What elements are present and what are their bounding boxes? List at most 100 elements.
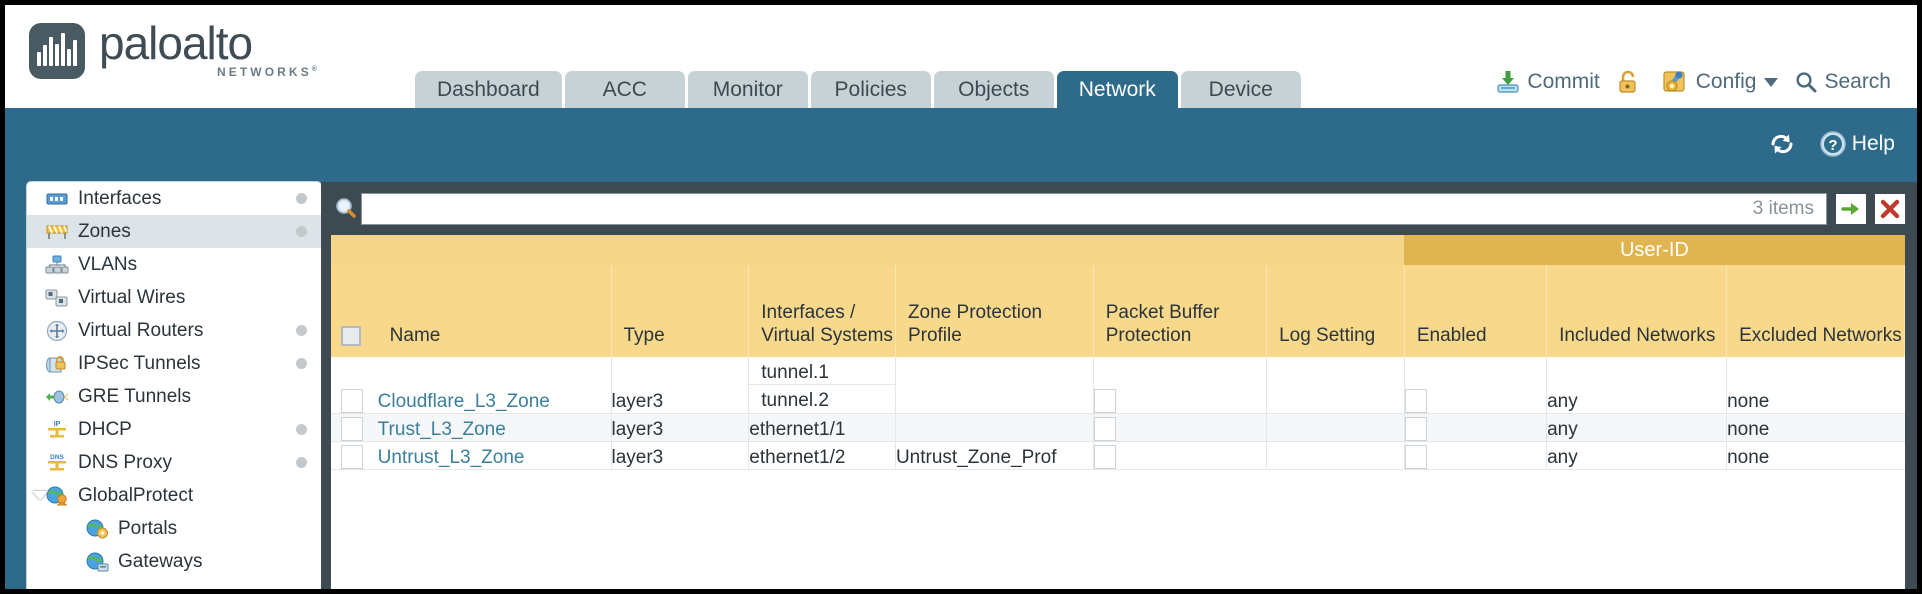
- brand-logo: paloalto NETWORKS®: [29, 17, 320, 85]
- dhcp-icon: IP: [45, 419, 69, 441]
- help-button[interactable]: ? Help: [1819, 130, 1895, 158]
- packet-buffer-protection-checkbox[interactable]: [1093, 389, 1116, 413]
- sidebar-label: Portals: [118, 517, 178, 539]
- row-checkbox[interactable]: [341, 445, 363, 469]
- gateways-icon: [85, 551, 109, 573]
- col-header-interfaces-vsys[interactable]: Interfaces / Virtual Systems: [748, 265, 896, 357]
- gre-tunnels-icon: [45, 386, 69, 408]
- cell-zone-protection-profile: Untrust_Zone_Prof: [895, 441, 1094, 470]
- tab-monitor[interactable]: Monitor: [687, 71, 808, 108]
- tab-acc[interactable]: ACC: [564, 71, 685, 108]
- sidebar-item-dns-proxy[interactable]: DNS DNS Proxy: [27, 446, 321, 479]
- tab-network[interactable]: Network: [1056, 71, 1178, 108]
- col-header-zone-protection-profile[interactable]: Zone Protection Profile: [895, 265, 1094, 357]
- sidebar-label: GRE Tunnels: [78, 385, 191, 407]
- cell-userid-enabled: [1404, 413, 1548, 442]
- sidebar-item-dhcp[interactable]: IP DHCP: [27, 413, 321, 446]
- cell-packet-buffer-protection: [1093, 413, 1268, 442]
- table-row[interactable]: Untrust_L3_Zone layer3 ethernet1/2 Untru…: [331, 441, 1905, 470]
- sidebar-item-vlans[interactable]: VLANs: [27, 248, 321, 281]
- svg-text:?: ?: [1828, 137, 1837, 154]
- zone-name-link[interactable]: Cloudflare_L3_Zone: [377, 391, 550, 412]
- status-dot: [296, 358, 307, 369]
- commit-button[interactable]: Commit: [1495, 69, 1600, 95]
- sidebar-item-virtual-routers[interactable]: Virtual Routers: [27, 314, 321, 347]
- col-header-log-setting[interactable]: Log Setting: [1266, 265, 1405, 357]
- userid-enabled-checkbox[interactable]: [1404, 417, 1427, 441]
- tab-objects[interactable]: Objects: [933, 71, 1054, 108]
- cell-log-setting: [1266, 413, 1405, 442]
- sidebar-item-portals[interactable]: Portals: [27, 512, 321, 545]
- sidebar-label: DNS Proxy: [78, 451, 172, 473]
- config-menu[interactable]: Config: [1662, 69, 1779, 95]
- row-checkbox[interactable]: [341, 417, 363, 441]
- tab-device[interactable]: Device: [1180, 71, 1301, 108]
- sidebar-item-interfaces[interactable]: Interfaces: [27, 182, 321, 215]
- apply-filter-button[interactable]: [1836, 194, 1866, 224]
- sidebar-label: DHCP: [78, 418, 132, 440]
- sidebar-label: Virtual Routers: [78, 319, 204, 341]
- collapse-triangle-icon[interactable]: [32, 491, 48, 500]
- cell-name: Untrust_L3_Zone: [377, 441, 612, 470]
- cell-included-networks: any: [1546, 413, 1728, 442]
- zones-table-body: Cloudflare_L3_Zone layer3 tunnel.1 tunne…: [331, 357, 1905, 570]
- zone-name-link[interactable]: Trust_L3_Zone: [377, 419, 506, 440]
- sidebar-item-gateways[interactable]: Gateways: [27, 545, 321, 578]
- tab-policies[interactable]: Policies: [810, 71, 931, 108]
- band-actions: ? Help: [1750, 130, 1895, 158]
- userid-enabled-checkbox[interactable]: [1404, 389, 1427, 413]
- col-header-included-networks[interactable]: Included Networks: [1546, 265, 1728, 357]
- sidebar-item-zones[interactable]: Zones: [27, 215, 321, 248]
- status-dot: [296, 193, 307, 204]
- sidebar-label: Virtual Wires: [78, 286, 186, 308]
- sidebar-item-ipsec-tunnels[interactable]: IPSec Tunnels: [27, 347, 321, 380]
- sidebar-label: IPSec Tunnels: [78, 352, 201, 374]
- chevron-down-icon: [1764, 77, 1779, 87]
- row-checkbox[interactable]: [341, 389, 363, 413]
- sidebar-item-globalprotect[interactable]: GlobalProtect: [27, 479, 321, 512]
- search-button[interactable]: Search: [1794, 70, 1891, 94]
- sidebar-item-virtual-wires[interactable]: Virtual Wires: [27, 281, 321, 314]
- select-all-checkbox[interactable]: [341, 325, 361, 346]
- virtual-routers-icon: [45, 320, 69, 342]
- config-label: Config: [1695, 70, 1757, 93]
- search-input[interactable]: [362, 195, 1753, 223]
- userid-enabled-checkbox[interactable]: [1404, 445, 1427, 469]
- refresh-button[interactable]: [1768, 131, 1801, 157]
- cell-type: layer3: [611, 441, 750, 470]
- lock-button[interactable]: [1616, 69, 1646, 95]
- sidebar-label: Zones: [78, 220, 131, 242]
- cell-type: layer3: [611, 413, 750, 442]
- col-header-packet-buffer-protection[interactable]: Packet Buffer Protection: [1093, 265, 1268, 357]
- col-header-userid-enabled[interactable]: Enabled: [1404, 265, 1548, 357]
- interfaces-icon: [45, 188, 69, 210]
- cell-excluded-networks: none: [1726, 413, 1905, 442]
- search-label: Search: [1824, 70, 1891, 93]
- body-area: Interfaces Zones VLANs Vir: [5, 182, 1917, 589]
- tab-dashboard[interactable]: Dashboard: [415, 71, 562, 108]
- group-header-row: User-ID: [331, 235, 1905, 265]
- col-header-excluded-networks[interactable]: Excluded Networks: [1726, 265, 1905, 357]
- row-select-cell: [331, 441, 378, 470]
- col-header-name[interactable]: Name: [377, 265, 612, 357]
- clear-filter-button[interactable]: [1875, 194, 1905, 224]
- search-magnifier-icon: [1794, 70, 1818, 94]
- filter-bar: 3 items: [331, 192, 1905, 226]
- help-question-icon: ?: [1819, 130, 1847, 158]
- search-magnifier-icon: [331, 196, 361, 222]
- sidebar-item-gre-tunnels[interactable]: GRE Tunnels: [27, 380, 321, 413]
- svg-text:DNS: DNS: [50, 454, 64, 461]
- cell-log-setting: [1266, 441, 1405, 470]
- user-id-group-header: User-ID: [1404, 235, 1905, 265]
- packet-buffer-protection-checkbox[interactable]: [1093, 445, 1116, 469]
- packet-buffer-protection-checkbox[interactable]: [1093, 417, 1116, 441]
- zone-name-link[interactable]: Untrust_L3_Zone: [377, 447, 525, 468]
- portals-icon: [85, 518, 109, 540]
- table-row[interactable]: Trust_L3_Zone layer3 ethernet1/1: [331, 413, 1905, 442]
- cell-excluded-networks: none: [1726, 441, 1905, 470]
- col-header-type[interactable]: Type: [611, 265, 750, 357]
- top-bar: paloalto NETWORKS® Dashboard ACC Monitor…: [5, 5, 1917, 108]
- cell-interfaces: tunnel.1 tunnel.2: [748, 357, 896, 414]
- filter-input-wrapper[interactable]: 3 items: [361, 193, 1827, 225]
